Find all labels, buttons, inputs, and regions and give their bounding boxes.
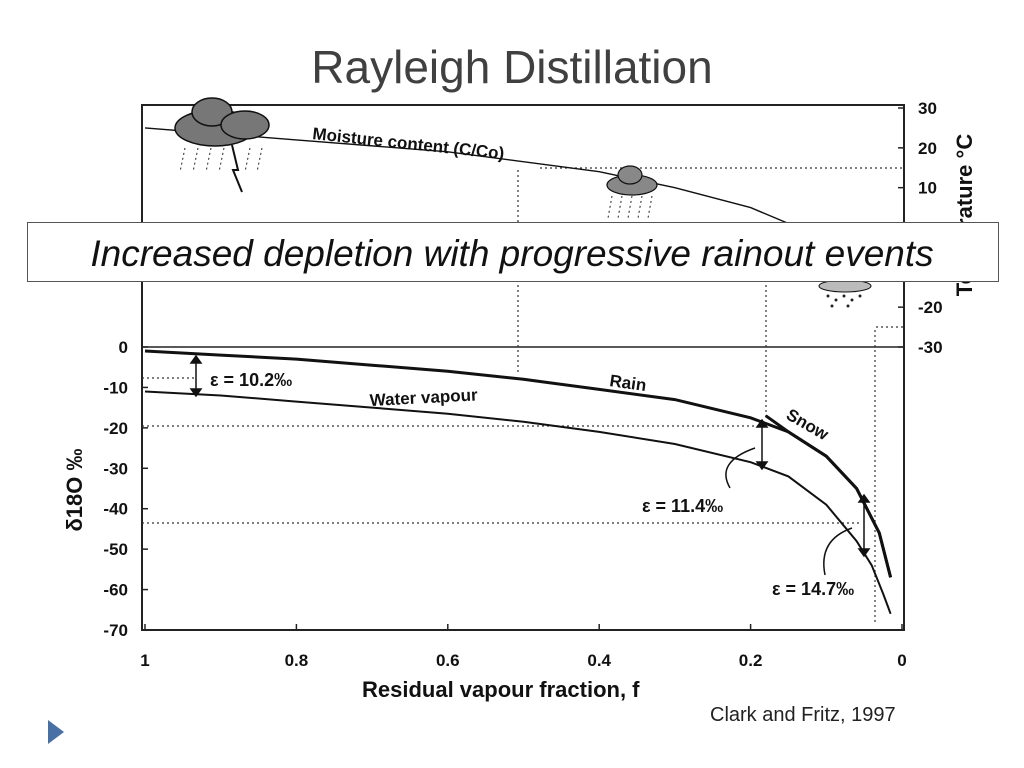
arrowhead [857,548,871,558]
plot-frame [141,104,905,631]
x-tick-label: 0 [897,651,906,670]
callout-text: Increased depletion with progressive rai… [90,233,934,274]
y-tick-label: -40 [103,500,128,519]
epsilon-label: ε = 10.2‰ [210,370,292,390]
y-tick-label: -60 [103,581,128,600]
arrowhead [755,461,769,471]
y-tick-label: 0 [119,338,128,357]
series-label: Moisture content (C/Co) [312,124,506,163]
y2-tick-label: -30 [918,338,943,357]
cloud-icon [174,97,270,193]
citation: Clark and Fritz, 1997 [710,704,896,726]
y2-tick-label: 30 [918,99,937,118]
slide-title: Rayleigh Distillation [311,41,713,93]
x-tick-label: 0.4 [587,651,611,670]
series-line-3 [144,127,827,241]
y2-tick-label: 20 [918,139,937,158]
series-line-1 [764,414,893,578]
arrowhead [189,354,203,364]
x-tick-label: 0.6 [436,651,460,670]
y-tick-label: -70 [103,621,128,640]
series-label: Water vapour [369,385,478,410]
epsilon-leader [725,447,756,489]
next-slide-arrow-icon[interactable] [48,720,64,744]
epsilon-arrows [189,354,871,576]
callout-box [27,222,999,282]
y-axis-label: δ18O ‰ [62,448,87,531]
y-tick-label: -10 [103,378,128,397]
arrowhead [189,388,203,398]
y-tick-label: -30 [103,459,128,478]
x-axis-label: Residual vapour fraction, f [362,677,640,702]
series-line-2 [144,390,892,615]
epsilon-label: ε = 14.7‰ [772,579,854,599]
epsilon-label: ε = 11.4‰ [642,496,723,516]
x-tick-label: 0.8 [285,651,309,670]
epsilon-leader [823,527,853,576]
y2-tick-label: 10 [918,179,937,198]
snow-cloud-icon [818,279,872,308]
y-tick-label: -20 [103,419,128,438]
series-label: Snow [783,405,832,445]
arrowhead [857,493,871,503]
x-tick-label: 0.2 [739,651,763,670]
series-label: Rain [608,371,647,395]
y-tick-label: -50 [103,540,128,559]
small-cloud-icon [606,165,658,219]
y2-tick-label: -20 [918,298,943,317]
arrowhead [755,418,769,428]
x-tick-label: 1 [140,651,149,670]
